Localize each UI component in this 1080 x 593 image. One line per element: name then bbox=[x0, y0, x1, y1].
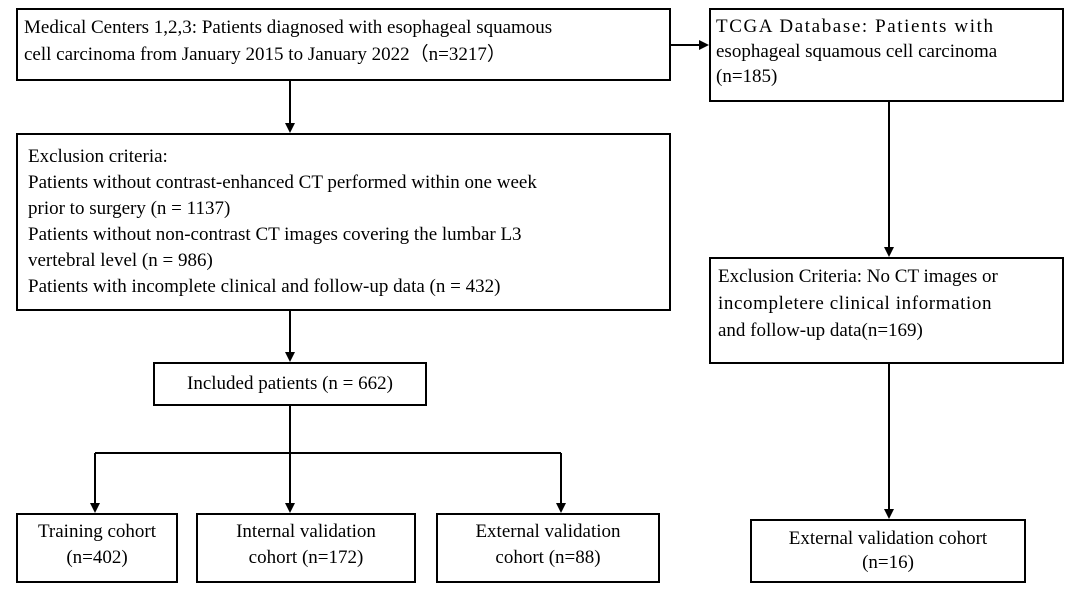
internal-validation-text: Internal validation cohort (n=172) bbox=[196, 521, 416, 569]
training-line-1: Training cohort bbox=[37, 521, 157, 542]
exclusion-criteria-right-box bbox=[709, 257, 1064, 364]
tcga-text: TCGA Database: Patients with esophageal … bbox=[716, 16, 997, 88]
included-patients-text: Included patients (n = 662) bbox=[153, 373, 427, 395]
internal-line-2: cohort (n=172) bbox=[248, 547, 364, 568]
external-validation-left-text: External validation cohort (n=88) bbox=[436, 521, 660, 569]
tcga-line-2: esophageal squamous cell carcinoma bbox=[716, 41, 998, 62]
external-right-line-2: (n=16) bbox=[862, 552, 914, 573]
external-right-line-1: External validation cohort bbox=[788, 528, 988, 549]
exclusion-right-line-3: and follow-up data(n=169) bbox=[718, 320, 923, 341]
exclusion-left-line-5: vertebral level (n = 986) bbox=[28, 250, 213, 271]
internal-line-1: Internal validation bbox=[236, 521, 376, 542]
training-cohort-text: Training cohort (n=402) bbox=[16, 521, 178, 569]
tcga-box bbox=[709, 8, 1064, 102]
exclusion-left-line-4: Patients without non-contrast CT images … bbox=[28, 224, 522, 245]
tcga-line-3: (n=185) bbox=[716, 66, 778, 87]
exclusion-criteria-left-box bbox=[16, 133, 671, 311]
external-validation-left-box bbox=[436, 513, 660, 583]
included-patients-label: Included patients (n = 662) bbox=[187, 373, 393, 394]
external-validation-right-text: External validation cohort (n=16) bbox=[750, 528, 1026, 574]
medical-centers-line-2: cell carcinoma from January 2015 to Janu… bbox=[24, 44, 506, 65]
internal-validation-box bbox=[196, 513, 416, 583]
external-left-line-1: External validation bbox=[475, 521, 621, 542]
external-validation-right-box bbox=[750, 519, 1026, 583]
medical-centers-line-1: Medical Centers 1,2,3: Patients diagnose… bbox=[24, 17, 553, 38]
exclusion-right-line-2: incompletere clinical information bbox=[718, 293, 993, 314]
exclusion-left-line-3: prior to surgery (n = 1137) bbox=[28, 198, 231, 219]
tcga-line-1: TCGA Database: Patients with bbox=[716, 16, 995, 37]
exclusion-right-line-1: Exclusion Criteria: No CT images or bbox=[718, 266, 998, 287]
training-line-2: (n=402) bbox=[66, 547, 128, 568]
exclusion-left-line-1: Exclusion criteria: bbox=[28, 146, 168, 167]
medical-centers-text: Medical Centers 1,2,3: Patients diagnose… bbox=[24, 17, 552, 66]
exclusion-criteria-right-text: Exclusion Criteria: No CT images or inco… bbox=[718, 266, 998, 342]
exclusion-left-line-6: Patients with incomplete clinical and fo… bbox=[28, 276, 501, 297]
external-left-line-2: cohort (n=88) bbox=[495, 547, 601, 568]
exclusion-criteria-left-text: Exclusion criteria: Patients without con… bbox=[28, 146, 537, 298]
training-cohort-box bbox=[16, 513, 178, 583]
included-patients-box bbox=[153, 362, 427, 406]
exclusion-left-line-2: Patients without contrast-enhanced CT pe… bbox=[28, 172, 537, 193]
medical-centers-box bbox=[16, 8, 671, 81]
